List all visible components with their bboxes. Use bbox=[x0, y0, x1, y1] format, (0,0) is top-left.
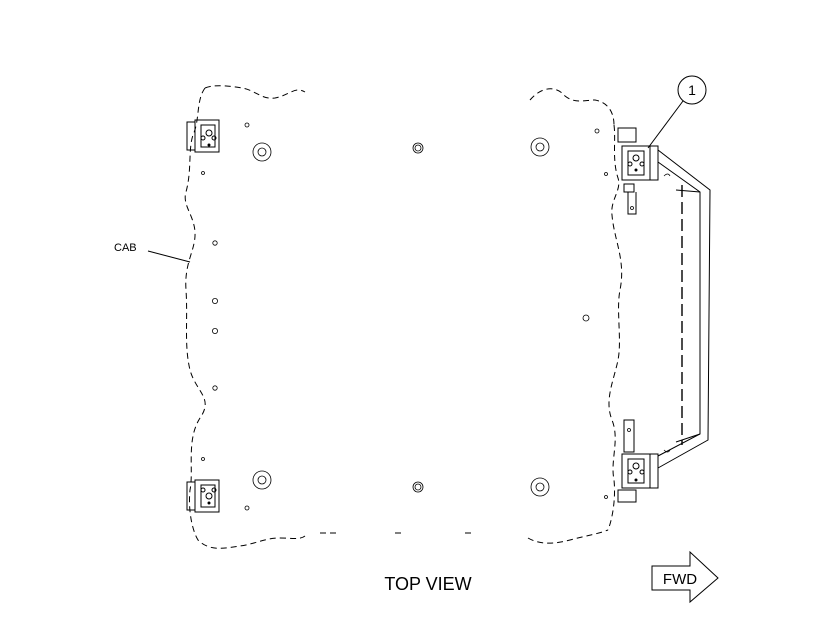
callout-1: 1 bbox=[647, 75, 707, 149]
mount-bracket-top-left bbox=[186, 119, 220, 153]
forward-arrow-label: FWD bbox=[663, 571, 697, 588]
cab-label-group: CAB bbox=[114, 242, 191, 263]
small-holes bbox=[201, 122, 608, 511]
mount-bracket-top-right bbox=[617, 127, 659, 215]
right-frame-structure bbox=[657, 149, 711, 469]
view-title: TOP VIEW bbox=[384, 574, 471, 594]
mount-bracket-bottom-left bbox=[186, 479, 220, 513]
forward-arrow: FWD bbox=[651, 550, 719, 604]
cab-outline bbox=[184, 85, 623, 549]
cab-label: CAB bbox=[114, 242, 137, 254]
mount-bracket-bottom-right bbox=[617, 419, 659, 503]
large-bolt-circles bbox=[252, 137, 550, 497]
callout-number: 1 bbox=[688, 82, 696, 98]
